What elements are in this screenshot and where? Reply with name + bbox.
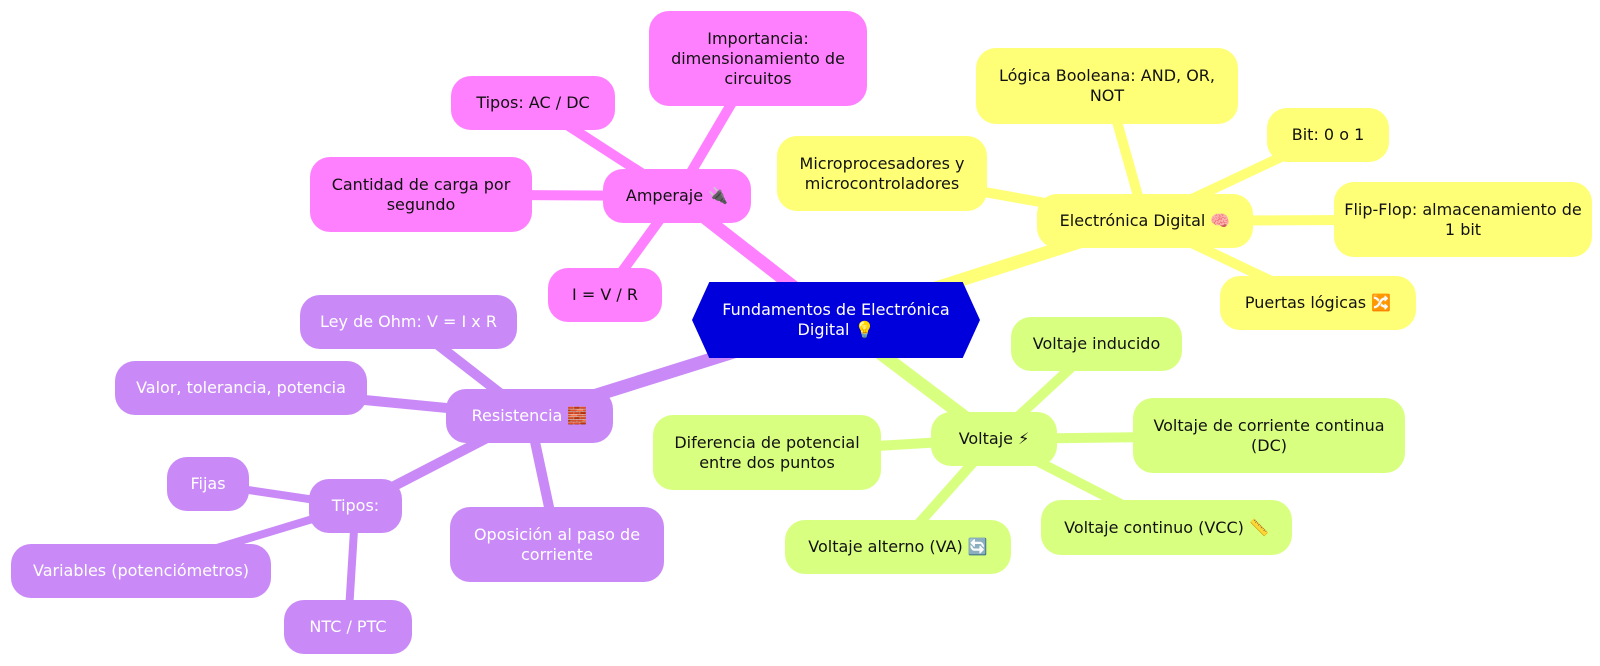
amperaje-node[interactable]: Amperaje 🔌 — [603, 169, 751, 223]
electronica-digital-node[interactable]: Electrónica Digital 🧠 — [1037, 194, 1253, 248]
digital-puertas-node[interactable]: Puertas lógicas 🔀 — [1220, 276, 1416, 330]
voltaje-node[interactable]: Voltaje ⚡ — [931, 412, 1057, 466]
digital-bit-node[interactable]: Bit: 0 o 1 — [1267, 108, 1389, 162]
voltaje-alterno-node[interactable]: Voltaje alterno (VA) 🔄 — [785, 520, 1011, 574]
root-node[interactable]: Fundamentos de Electrónica Digital 💡 — [692, 282, 980, 358]
tipos-variables-node[interactable]: Variables (potenciómetros) — [11, 544, 271, 598]
amperaje-carga-node[interactable]: Cantidad de carga por segundo — [310, 157, 532, 232]
digital-logica-booleana-node[interactable]: Lógica Booleana: AND, OR, NOT — [976, 48, 1238, 124]
amperaje-tipos-node[interactable]: Tipos: AC / DC — [451, 76, 615, 130]
voltaje-diferencia-node[interactable]: Diferencia de potencial entre dos puntos — [653, 415, 881, 490]
resistencia-valor-node[interactable]: Valor, tolerancia, potencia — [115, 361, 367, 415]
amperaje-formula-node[interactable]: I = V / R — [548, 268, 662, 322]
tipos-ntc-ptc-node[interactable]: NTC / PTC — [284, 600, 412, 654]
resistencia-ley-ohm-node[interactable]: Ley de Ohm: V = I x R — [300, 295, 517, 349]
resistencia-tipos-node[interactable]: Tipos: — [309, 479, 402, 533]
amperaje-importancia-node[interactable]: Importancia: dimensionamiento de circuit… — [649, 11, 867, 106]
digital-microprocesadores-node[interactable]: Microprocesadores y microcontroladores — [777, 136, 987, 211]
digital-flipflop-node[interactable]: Flip-Flop: almacenamiento de 1 bit — [1334, 182, 1592, 257]
resistencia-oposicion-node[interactable]: Oposición al paso de corriente — [450, 507, 664, 582]
voltaje-dc-node[interactable]: Voltaje de corriente continua (DC) — [1133, 398, 1405, 473]
voltaje-vcc-node[interactable]: Voltaje continuo (VCC) 📏 — [1041, 500, 1292, 555]
tipos-fijas-node[interactable]: Fijas — [167, 457, 249, 511]
voltaje-inducido-node[interactable]: Voltaje inducido — [1011, 317, 1182, 371]
resistencia-node[interactable]: Resistencia 🧱 — [446, 389, 613, 443]
